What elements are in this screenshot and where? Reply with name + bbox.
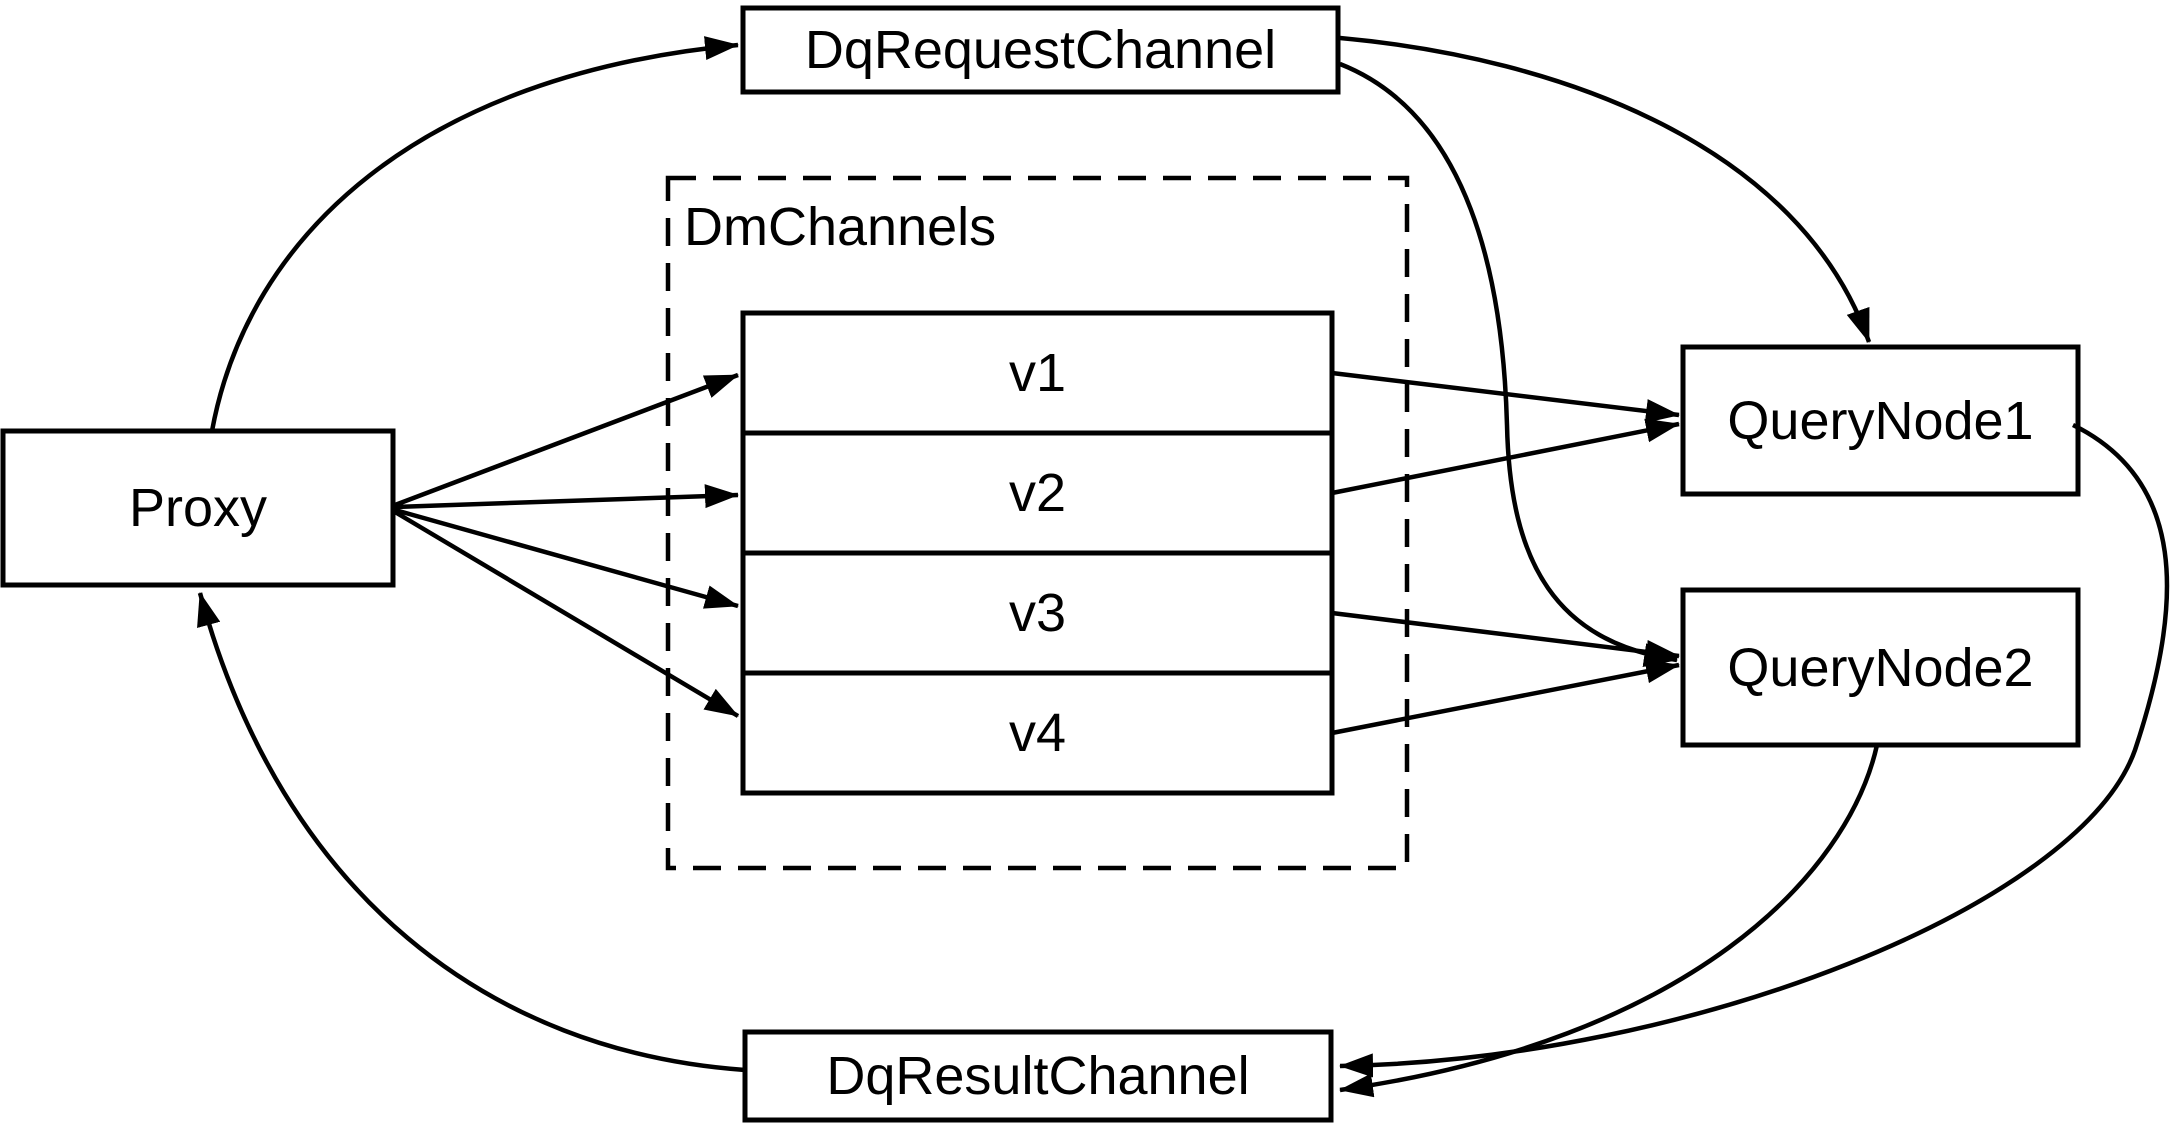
edge-dqrequestchannel-to-querynode1 [1339,35,1872,343]
proxy-box [0,428,396,588]
edge-proxy-to-v3 [394,507,739,609]
edge-v2-to-querynode1 [1331,418,1680,496]
edge-proxy-to-v1 [394,372,739,508]
edge-querynode2-to-dqresultchannel [1339,744,1880,1098]
edge-proxy-to-v4 [393,510,740,718]
edge-dqresultchannel-to-proxy [197,592,746,1073]
query-node2-box [1680,587,2081,748]
query-node1-box [1680,344,2081,497]
edge-v4-to-querynode2 [1331,659,1680,736]
edge-v3-to-querynode2 [1331,610,1680,664]
edge-querynode1-to-dqresultchannel [1339,422,2170,1078]
edge-proxy-to-dqrequestchannel [209,36,739,432]
dq-result-channel-box [742,1029,1334,1123]
dq-request-channel-box [740,5,1341,95]
edge-dqrequestchannel-to-querynode2 [1339,61,1678,667]
dm-channels-group-box [665,175,1410,871]
edge-proxy-to-v2 [394,484,739,510]
